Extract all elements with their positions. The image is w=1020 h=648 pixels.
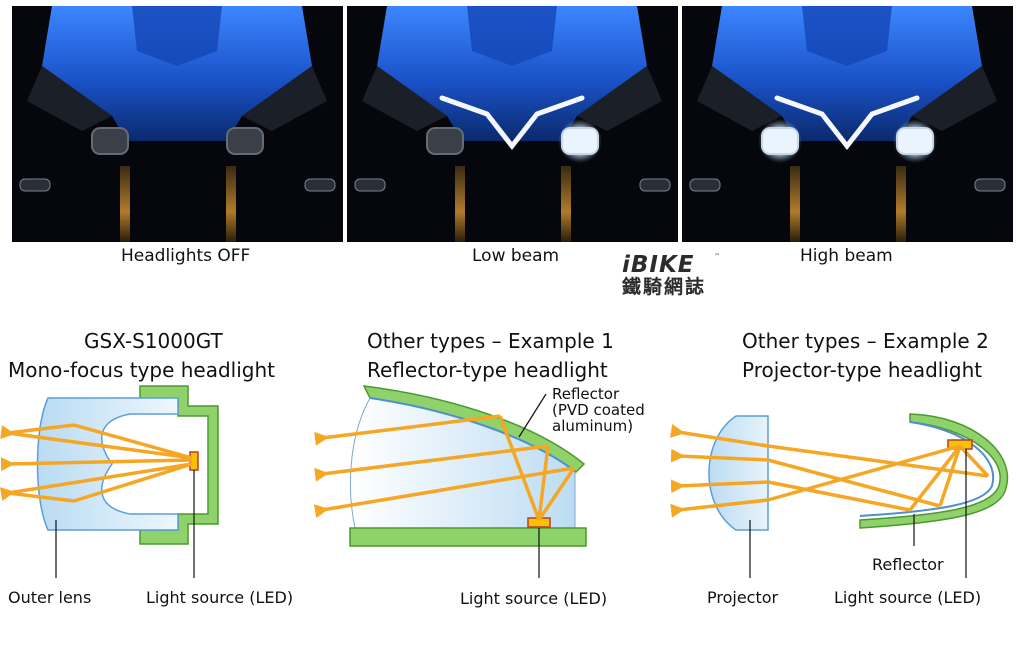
projector-lens <box>708 415 769 531</box>
diagram3-title: Other types – Example 2 Projector-type h… <box>742 327 989 385</box>
label-reflector-pvd: Reflector (PVD coated aluminum) <box>552 386 645 434</box>
label-reflector-line3: aluminum) <box>552 417 634 435</box>
caption-headlights-off: Headlights OFF <box>121 246 251 266</box>
diagram1-title: GSX-S1000GT Mono-focus type headlight <box>8 327 275 385</box>
label-light-source-3: Light source (LED) <box>834 588 982 607</box>
projector-reflector <box>859 413 1009 529</box>
label-reflector-line2: (PVD coated <box>552 401 645 419</box>
logo-chinese: 鐵騎網誌 <box>622 276 707 298</box>
reflector-diagram <box>313 385 587 578</box>
diagram3-title-line2: Projector-type headlight <box>742 358 983 382</box>
diagram1-title-line2: Mono-focus type headlight <box>8 358 276 382</box>
caption-low-beam: Low beam <box>472 246 560 266</box>
photo-low-beam <box>347 6 678 242</box>
ibike-logo: iBIKE 鐵騎網誌 ™ <box>622 252 720 309</box>
diagram2-title-line1: Other types – Example 1 <box>367 329 614 353</box>
photo-high-beam <box>682 6 1013 242</box>
label-reflector-3: Reflector <box>872 555 944 574</box>
label-outer-lens: Outer lens <box>8 588 92 607</box>
outer-lens-shape <box>36 397 179 531</box>
diagram1-title-line1: GSX-S1000GT <box>84 329 223 353</box>
diagram3-title-line1: Other types – Example 2 <box>742 329 989 353</box>
label-light-source-1: Light source (LED) <box>146 588 294 607</box>
diagram2-title: Other types – Example 1 Reflector-type h… <box>367 327 614 385</box>
label-reflector-line1: Reflector <box>552 385 620 403</box>
photo-headlights-off <box>12 6 343 242</box>
label-projector: Projector <box>707 588 779 607</box>
diagram2-title-line2: Reflector-type headlight <box>367 358 608 382</box>
label-light-source-2: Light source (LED) <box>460 589 608 608</box>
logo-wordmark: iBIKE <box>622 252 695 278</box>
reflector-base <box>349 527 587 547</box>
projector-diagram <box>670 413 1009 578</box>
logo-trademark: ™ <box>714 253 720 260</box>
mono-focus-diagram <box>0 385 219 578</box>
caption-high-beam: High beam <box>800 246 893 266</box>
